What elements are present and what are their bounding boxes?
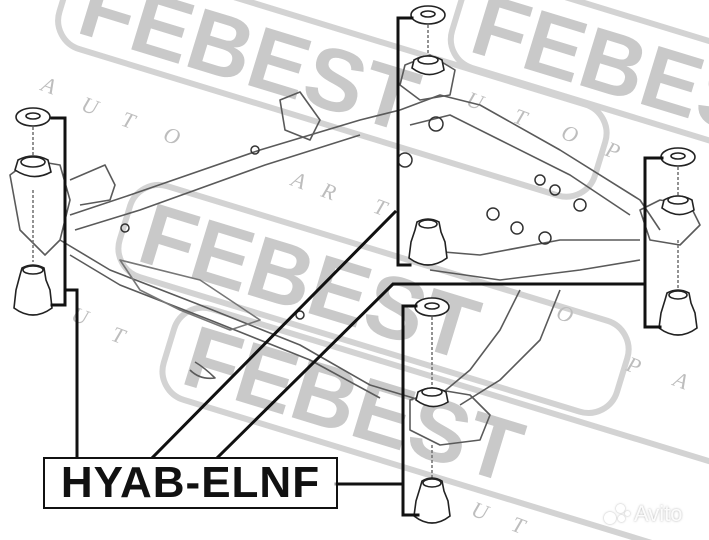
- right-mount-bracket: [643, 156, 664, 329]
- subframe-top-boss: [399, 54, 456, 101]
- bushing-lower-icon: [658, 289, 698, 336]
- bushing-lower-icon: [408, 218, 448, 266]
- subframe-rail-left-lower: [59, 239, 421, 401]
- bottom-right-mount-bushing-set: [413, 297, 451, 524]
- right-mount-bushing-set: [658, 147, 698, 336]
- part-number-label: HYAB-ELNF: [43, 457, 338, 509]
- bottom-right-mount-bracket: [401, 304, 420, 517]
- top-center-mount-leader: [150, 209, 398, 460]
- subframe-crossmember-rear: [419, 239, 640, 256]
- left-mount-bracket: [50, 116, 67, 307]
- bushings: [13, 5, 698, 524]
- avito-watermark: Avito: [604, 500, 683, 528]
- top-center-mount-bushing-set: [408, 5, 448, 266]
- avito-logo-icon: [604, 502, 630, 526]
- callout-lines: [50, 16, 664, 517]
- subframe-rail-left-upper: [69, 109, 401, 216]
- subframe-right-boss: [639, 199, 701, 246]
- right-mount-leader: [215, 282, 647, 460]
- avito-wordmark: Avito: [634, 501, 683, 526]
- left-mount-leader: [63, 288, 79, 459]
- bushing-lower-icon: [13, 264, 53, 316]
- bushing-lower-icon: [413, 477, 451, 524]
- left-mount-bushing-set: [13, 107, 53, 316]
- top-center-mount-bracket: [396, 16, 414, 267]
- subframe-arm-right: [439, 289, 521, 396]
